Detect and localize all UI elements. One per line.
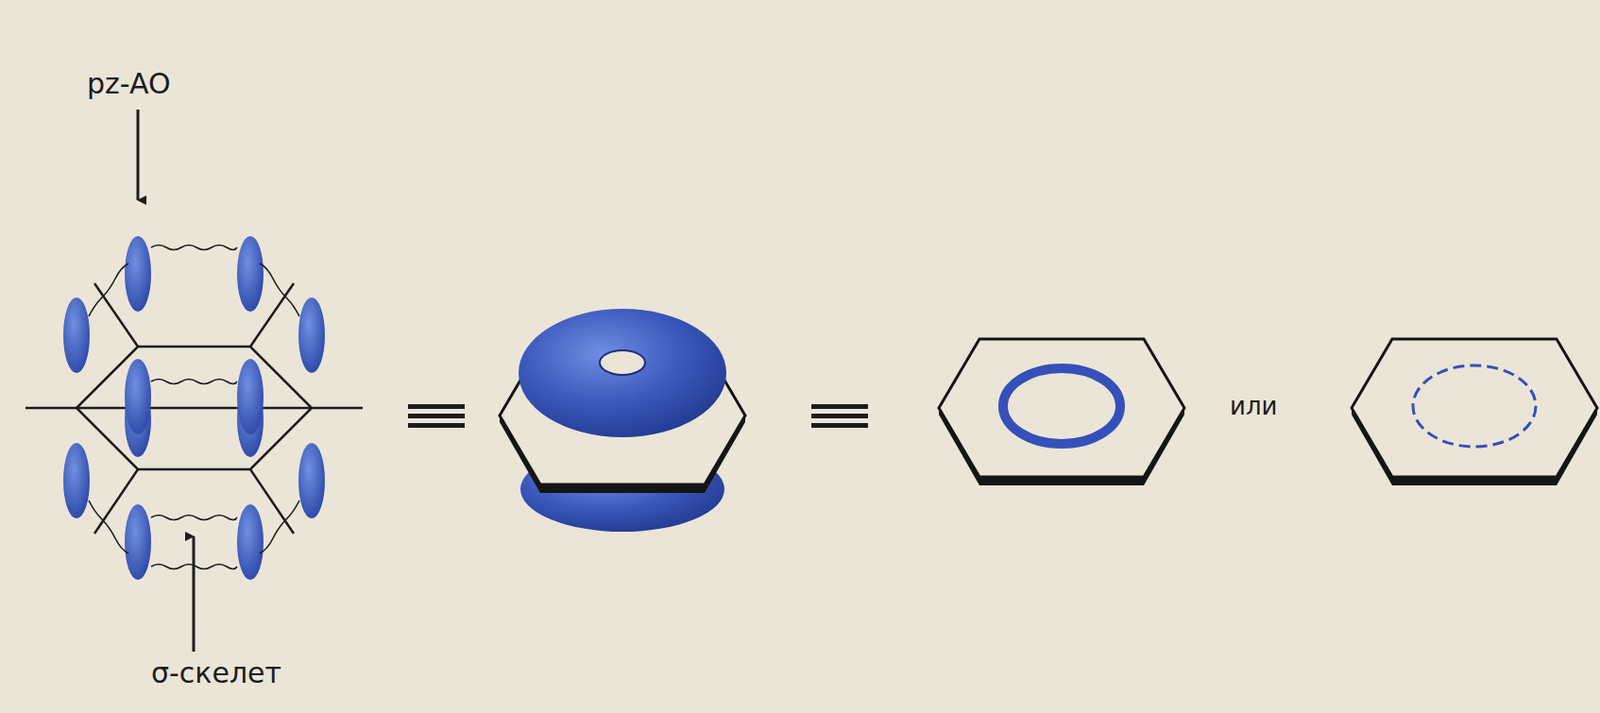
aromatic-ring-symbol [938,339,1185,486]
pi-cloud-torus [499,308,746,532]
pointer-arrow [136,109,140,201]
conjunction-label: или [1229,392,1277,421]
equivalence-sign [811,404,869,428]
pointer-arrow [192,536,196,652]
skeleton-label: σ-скелет [151,657,282,689]
orbital-label: pz-AO [86,68,171,100]
equivalence-sign [408,404,465,428]
aromatic-ring-dashed [1351,339,1598,486]
pz-orbital-model [25,283,363,534]
p-orbital-lobes [63,236,325,580]
overlap-waves [88,245,300,570]
